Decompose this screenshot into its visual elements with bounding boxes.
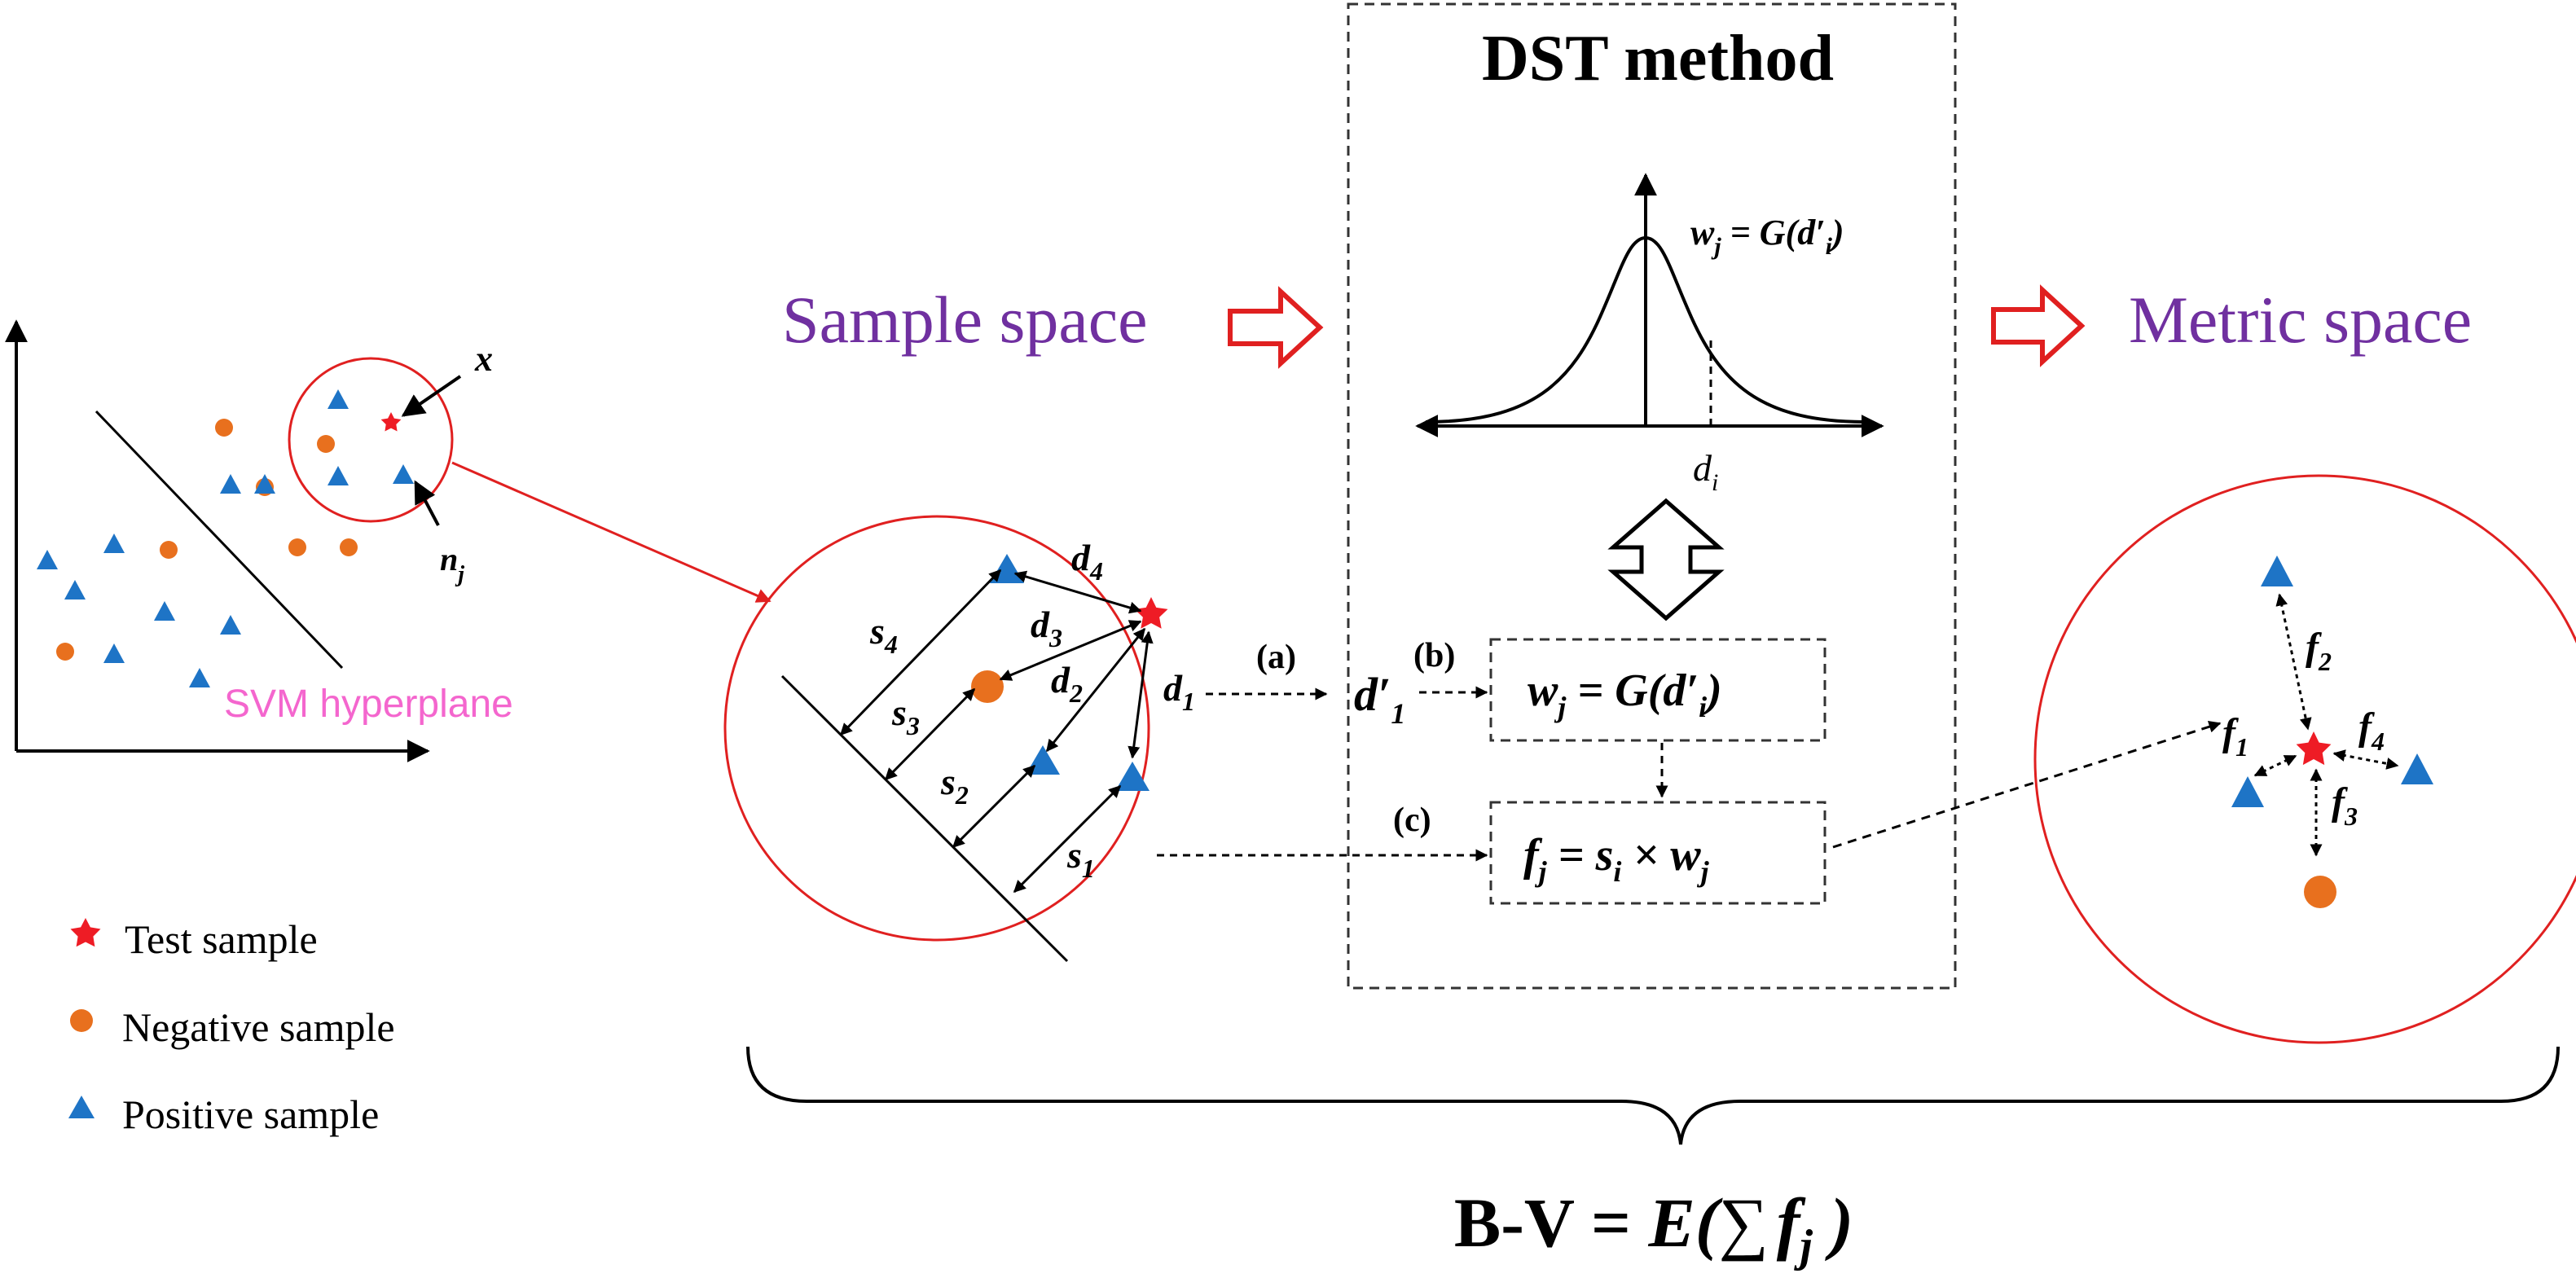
positive-samples [37, 389, 414, 687]
negative-sample [317, 435, 335, 453]
d3-arrow [999, 620, 1142, 681]
box-b-formula: wj = G(d′i) [1528, 665, 1722, 723]
triangle-icon [2261, 556, 2293, 586]
sample-zoom-circle: d4 d3 d2 d1 s4 s3 s2 s1 [723, 515, 1195, 963]
star-icon [1134, 597, 1168, 629]
box-c-formula: fj = si × wj [1523, 830, 1710, 888]
nj-pointer-arrow [414, 480, 440, 526]
legend: Test sample Negative sample Positive sam… [68, 916, 395, 1137]
nj-label: nj [440, 541, 464, 587]
svm-hyperplane-line [95, 410, 344, 670]
box-b: wj = G(d′i) [1489, 638, 1826, 742]
x-label: x [474, 339, 493, 379]
positive-sample [154, 601, 175, 621]
step-b-label: (b) [1413, 637, 1455, 674]
step-a-label: (a) [1256, 639, 1296, 676]
triangle-icon [2231, 776, 2264, 807]
positive-sample [103, 534, 125, 553]
box-c: fj = si × wj [1489, 801, 1826, 905]
dst-method-panel: DST method wj = G(d′i) di wj = G(d′i) fj… [1347, 2, 1957, 990]
star-icon [2296, 731, 2332, 766]
s1-label: s1 [1066, 834, 1095, 883]
triangle-icon [68, 1096, 95, 1118]
positive-sample [327, 389, 349, 409]
neighborhood-circle [288, 357, 454, 523]
s2-arrow [952, 764, 1036, 849]
zoom-connector-line [451, 461, 771, 603]
s4-label: s4 [869, 610, 898, 659]
circle-icon [971, 670, 1004, 703]
d-prime-label: d′1 [1354, 668, 1405, 730]
positive-sample [220, 474, 241, 494]
gaussian-curve [1425, 235, 1866, 424]
f2-label: f2 [2306, 626, 2332, 676]
s4-arrow [839, 569, 1002, 736]
f4-label: f4 [2358, 705, 2385, 756]
circle-icon [2304, 876, 2336, 908]
triangle-icon [2401, 753, 2433, 784]
svm-hyperplane-label: SVM hyperplane [224, 683, 513, 726]
s2-label: s2 [940, 761, 969, 810]
positive-sample [393, 464, 414, 484]
d1-label: d1 [1163, 667, 1195, 716]
s3-label: s3 [891, 692, 920, 740]
s1-arrow [1013, 784, 1122, 894]
positive-sample [254, 474, 275, 494]
d4-label: d4 [1071, 537, 1103, 586]
positive-sample [327, 466, 349, 485]
negative-sample [288, 538, 306, 556]
metric-labels: f1 f2 f3 f4 [2222, 626, 2385, 831]
f2-arrow [2275, 593, 2312, 731]
d4-arrow [1013, 570, 1142, 614]
right-arrow-icon [1228, 286, 1324, 369]
gauss-di-label: di [1693, 447, 1718, 496]
circle-icon [70, 1009, 93, 1032]
page-title: DST method [1482, 23, 1834, 94]
positive-sample [103, 643, 125, 663]
hyperplane-line [780, 674, 1069, 963]
bv-formula: B-V = E(∑fj ) [1454, 1184, 1853, 1271]
negative-sample [340, 538, 358, 556]
metric-zoom-circle: f1 f2 f3 f4 [2033, 474, 2576, 1044]
negative-samples [56, 419, 358, 661]
legend-item-positive-sample: Positive sample [68, 1091, 379, 1137]
d1-arrow [1128, 630, 1154, 759]
d2-label: d2 [1051, 659, 1083, 708]
metric-space-label: Metric space [2129, 283, 2472, 357]
f4-arrow [2332, 749, 2399, 770]
bottom-brace [746, 1046, 2560, 1145]
s3-arrow [884, 687, 976, 781]
positive-sample [37, 550, 58, 569]
gauss-formula: wj = G(d′i) [1690, 213, 1844, 260]
legend-item-test-sample: Test sample [70, 916, 318, 962]
positive-sample [220, 615, 241, 635]
legend-item-negative-sample: Negative sample [70, 1004, 395, 1050]
positive-sample [189, 668, 210, 687]
negative-sample [160, 541, 178, 559]
d3-label: d3 [1031, 604, 1062, 652]
box-c-to-metric-arrow [1832, 720, 2222, 849]
f1-label: f1 [2222, 711, 2249, 762]
f1-arrow [2253, 754, 2297, 777]
sample-distance-labels: d4 d3 d2 d1 s4 s3 s2 s1 [869, 537, 1195, 883]
positive-sample [64, 580, 86, 599]
scatter-plot: SVM hyperplane x [4, 319, 771, 762]
f3-label: f3 [2332, 780, 2358, 831]
right-arrow-icon [1991, 284, 2086, 367]
star-icon [70, 918, 101, 947]
x-pointer-arrow [401, 375, 462, 417]
triangle-icon [1115, 762, 1150, 791]
negative-sample [56, 643, 74, 661]
legend-label: Negative sample [122, 1004, 395, 1050]
step-c-label: (c) [1393, 801, 1431, 839]
negative-sample [215, 419, 233, 437]
legend-label: Positive sample [122, 1091, 379, 1137]
test-sample-star [380, 412, 402, 432]
legend-label: Test sample [125, 916, 318, 962]
double-arrow-icon [1607, 498, 1725, 621]
sample-space-label: Sample space [782, 283, 1148, 357]
triangle-icon [990, 554, 1024, 583]
